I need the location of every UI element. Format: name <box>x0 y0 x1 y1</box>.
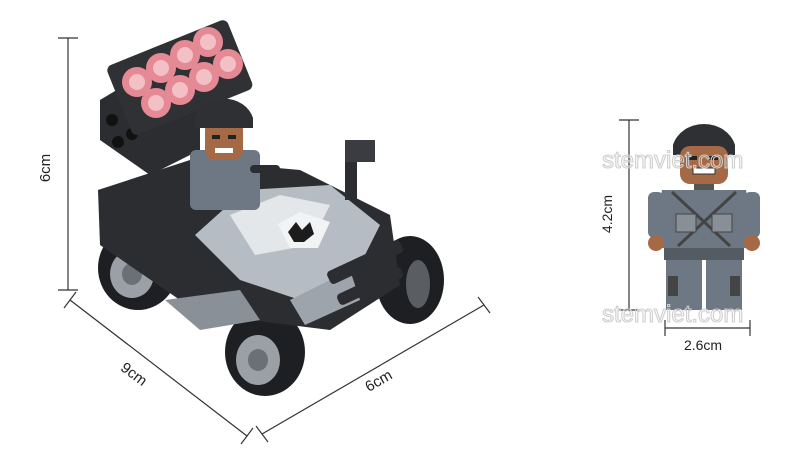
driver-minifigure <box>190 98 280 210</box>
figure-height-dimension <box>619 119 639 311</box>
figure-height-label: 4.2cm <box>599 195 615 233</box>
vehicle-depth-dimension <box>63 291 254 445</box>
figure-width-label: 2.6cm <box>684 337 722 353</box>
toy-vehicle <box>98 20 444 396</box>
watermark-bottom: stemviet.com <box>602 301 743 328</box>
rocket-pod <box>122 27 243 118</box>
watermark-top: stemviet.com <box>602 147 743 174</box>
vehicle-width-label: 6cm <box>362 367 395 396</box>
minifigure <box>648 123 760 310</box>
wolf-emblem <box>278 212 330 248</box>
front-left-wheel <box>225 308 305 396</box>
vehicle-height-dimension <box>58 37 78 291</box>
vehicle-height-label: 6cm <box>37 154 54 182</box>
figure-width-dimension <box>664 320 751 336</box>
vehicle-width-dimension <box>255 296 491 443</box>
vehicle-depth-label: 9cm <box>117 359 150 390</box>
